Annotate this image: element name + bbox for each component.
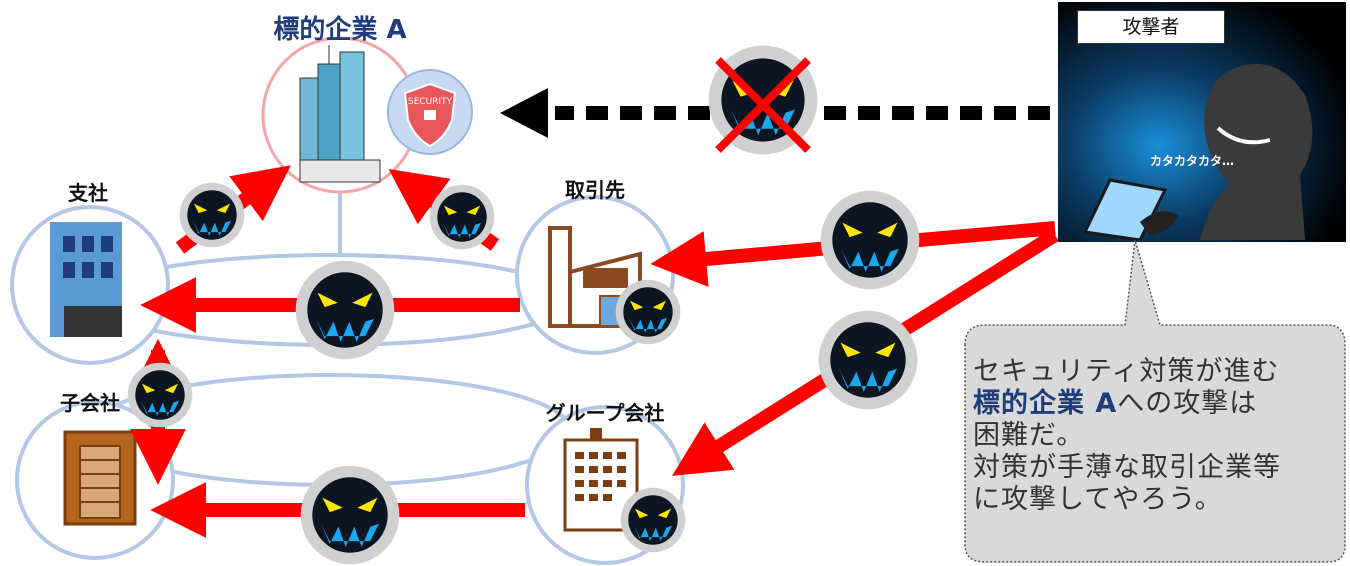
branch-node (10, 205, 170, 365)
target-title: 標的企業 A (273, 14, 406, 45)
target-company-node: SECURITY (261, 36, 473, 194)
typing-caption: カタカタカタ… (1150, 154, 1234, 168)
malware-monster-icon (300, 465, 400, 565)
blocked-attack-arrowhead (500, 88, 548, 138)
svg-text:SECURITY: SECURITY (408, 97, 453, 107)
malware-monster-icon (295, 260, 395, 360)
malware-monster-icon (818, 310, 918, 410)
malware-monster-icon (127, 362, 193, 428)
hacker-silhouette-icon (1082, 63, 1313, 242)
speech-text: セキュリティ対策が進む 標的企業 Aへの攻撃は 困難だ。 対策が手薄な取引企業等… (973, 356, 1343, 516)
malware-monster-icon (820, 190, 920, 290)
branch-label: 支社 (68, 181, 108, 205)
malware-monster-icon (179, 182, 245, 248)
speech-line: に攻撃してやろう。 (973, 484, 1223, 515)
building-icon (63, 430, 137, 526)
partner-label: 取引先 (565, 178, 625, 202)
speech-highlight: 標的企業 A (973, 388, 1118, 419)
speech-line: 困難だ。 (973, 420, 1085, 451)
subsidiary-label: 子会社 (60, 391, 120, 415)
speech-line: 対策が手薄な取引企業等 (973, 452, 1281, 483)
speech-line: 標的企業 Aへの攻撃は (973, 388, 1258, 419)
malware-monster-icon (615, 279, 681, 345)
blocked-monster (708, 45, 818, 155)
malware-monster-icon (620, 487, 686, 553)
malware-monster-icon (429, 184, 495, 250)
security-shield-icon: SECURITY (387, 69, 473, 155)
attacker-panel: カタカタカタ… (1058, 2, 1346, 242)
building-icon (299, 45, 381, 183)
speech-line: セキュリティ対策が進む (973, 356, 1280, 387)
group-company-label: グループ会社 (546, 401, 665, 425)
speech-bubble (964, 239, 1346, 563)
attacker-label: 攻撃者 (1077, 10, 1225, 44)
building-icon (50, 222, 122, 337)
